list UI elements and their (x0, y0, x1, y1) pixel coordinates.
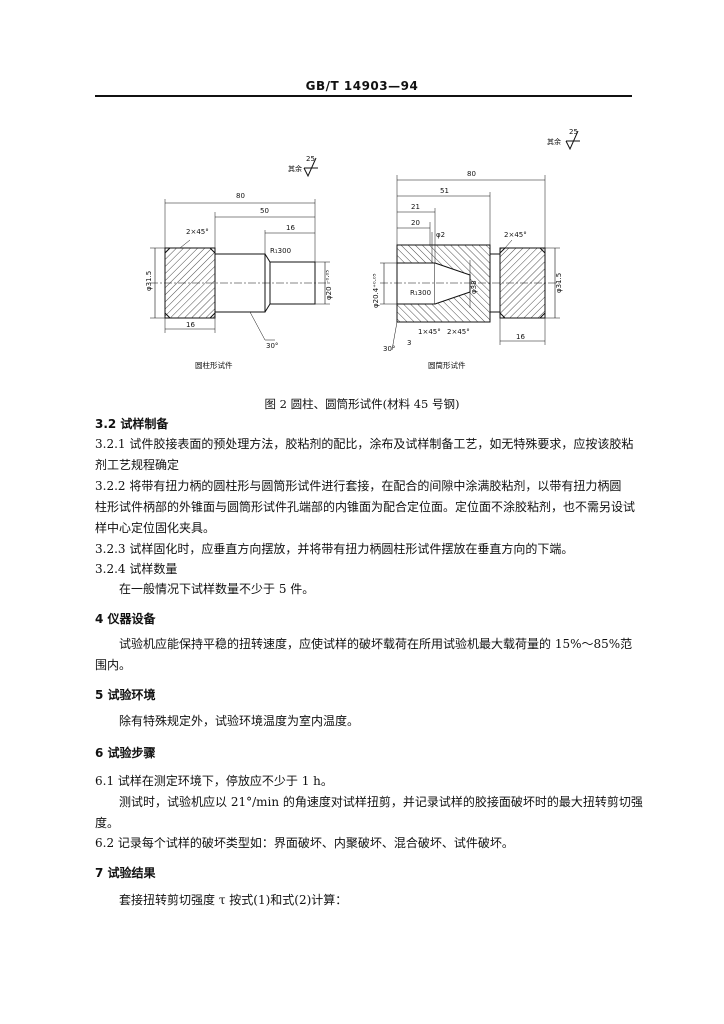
dim-16-right: 16 (516, 333, 525, 341)
radius-right: R₁300 (410, 289, 431, 297)
chamfer-1-right: 1×45° (418, 328, 441, 336)
section-3-2-heading: 3.2 试样制备 (95, 417, 169, 431)
bore-dia-right: φ20.4⁺⁰·⁰⁵ (372, 273, 380, 308)
dim-16-top-left: 16 (286, 224, 295, 232)
angle-right: 30° (383, 345, 395, 353)
section-3-2-4-heading: 3.2.4 试样数量 (95, 562, 178, 576)
section-3-2-4-text: 在一般情况下试样数量不少于 5 件。 (119, 582, 315, 596)
tube-specimen-label: 圆筒形试件 (428, 360, 466, 370)
section-7-text: 套接扭转剪切强度 τ 按式(1)和式(2)计算： (119, 893, 348, 907)
section-4-line2: 围内。 (95, 658, 132, 672)
tube-specimen-drawing: 其余 25 (380, 128, 580, 351)
section-6-1-line1: 测试时，试验机应以 21°/min 的角速度对试样扭剪，并记录试样的胶接面破坏时… (119, 795, 643, 809)
cylinder-specimen-label: 圆柱形试件 (195, 360, 233, 370)
standard-number: GB/T 14903—94 (305, 79, 419, 93)
dim-51-right: 51 (440, 187, 449, 195)
header-rule (95, 95, 632, 97)
chamfer-right: 2×45° (504, 231, 527, 239)
radius-left: R₁300 (270, 247, 291, 255)
dim-80-left: 80 (236, 192, 245, 200)
section-3-2-1-line2: 剂工艺规程确定 (95, 458, 180, 472)
roughness-value-left: 25 (306, 155, 315, 163)
chamfer-left: 2×45° (186, 228, 209, 236)
dim-16-bottom-left: 16 (186, 321, 195, 329)
outer-dia-right: φ31.5 (555, 273, 563, 293)
figure-2: 其余 25 80 50 16 2×45 (145, 128, 580, 370)
section-6-1-line2: 度。 (95, 816, 120, 830)
section-5-heading: 5 试验环境 (95, 688, 156, 702)
roughness-rest-left: 其余 (288, 164, 302, 173)
section-7-heading: 7 试验结果 (95, 866, 156, 880)
section-6-heading: 6 试验步骤 (95, 746, 156, 760)
dim-50-left: 50 (260, 207, 269, 215)
section-3-2-2-line3: 样中心定位固化夹具。 (95, 521, 216, 535)
figure-caption: 图 2 圆柱、圆筒形试件(材料 45 号钢) (264, 397, 460, 411)
roughness-rest-right: 其余 (547, 137, 561, 146)
roughness-value-right: 25 (569, 128, 578, 136)
section-3-2-2-line2: 柱形试件柄部的外锥面与圆筒形试件孔端部的内锥面为配合定位面。定位面不涂胶粘剂，也… (95, 500, 636, 514)
angle-left: 30° (266, 342, 278, 350)
dim-21-right: 21 (411, 203, 420, 211)
section-3-2-1-line1: 3.2.1 试件胶接表面的预处理方法，胶粘剂的配比，涂布及试样制备工艺，如无特殊… (95, 437, 634, 451)
section-5-text: 除有特殊规定外，试验环境温度为室内温度。 (119, 714, 360, 728)
dia-left: φ31.5 (145, 271, 153, 291)
mid-dia-right: φ38 (470, 280, 478, 294)
dia-right-left: φ20 ⁻⁰·⁰⁵ (325, 270, 333, 300)
section-4-line1: 试验机应能保持平稳的扭转速度，应使试样的破坏载荷在所用试验机最大载荷量的 15%… (119, 637, 633, 651)
section-3-2-2-line1: 3.2.2 将带有扭力柄的圆柱形与圆筒形试件进行套接，在配合的间隙中涂满胶粘剂，… (95, 479, 622, 493)
section-6-2: 6.2 记录每个试样的破坏类型如：界面破坏、内聚破坏、混合破坏、试件破坏。 (95, 836, 514, 850)
dim-20-right: 20 (411, 219, 420, 227)
hole-dia-right: φ2 (436, 231, 445, 239)
section-4-heading: 4 仪器设备 (95, 612, 156, 626)
small-dim-right: 3 (407, 339, 411, 347)
cylinder-specimen-drawing: 其余 25 (150, 155, 330, 341)
section-3-2-3: 3.2.3 试样固化时，应垂直方向摆放，并将带有扭力柄圆柱形试件摆放在垂直方向的… (95, 542, 574, 556)
section-6-1: 6.1 试样在测定环境下，停放应不少于 1 h。 (95, 774, 333, 788)
dim-80-right: 80 (467, 170, 476, 178)
chamfer-2-right: 2×45° (447, 328, 470, 336)
